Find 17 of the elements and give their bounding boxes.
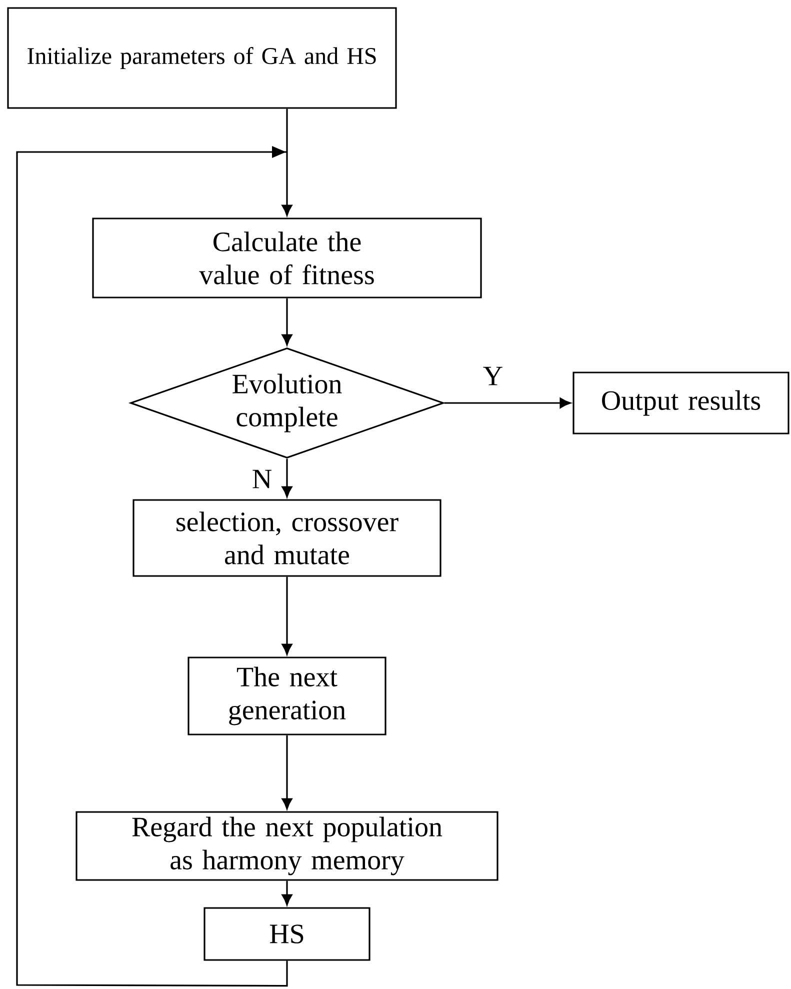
arrow	[282, 735, 292, 810]
arrow	[282, 576, 292, 655]
process-box: Initialize parameters of GA and HS	[7, 7, 397, 109]
process-box: selection, crossover and mutate	[132, 499, 442, 577]
arrow	[282, 298, 292, 346]
process-box: Regard the next population as harmony memory	[76, 811, 498, 881]
arrow	[282, 880, 292, 906]
process-box: HS	[204, 907, 370, 961]
process-box: Calculate the value of fitness	[92, 218, 482, 298]
process-box: The next generation	[188, 656, 386, 736]
arrow	[282, 152, 292, 216]
arrow	[444, 398, 571, 408]
edge-label: N	[250, 468, 274, 490]
arrow	[16, 146, 288, 987]
arrow	[282, 458, 292, 498]
process-box: Output results	[572, 372, 790, 434]
edge-label: Y	[482, 366, 504, 386]
